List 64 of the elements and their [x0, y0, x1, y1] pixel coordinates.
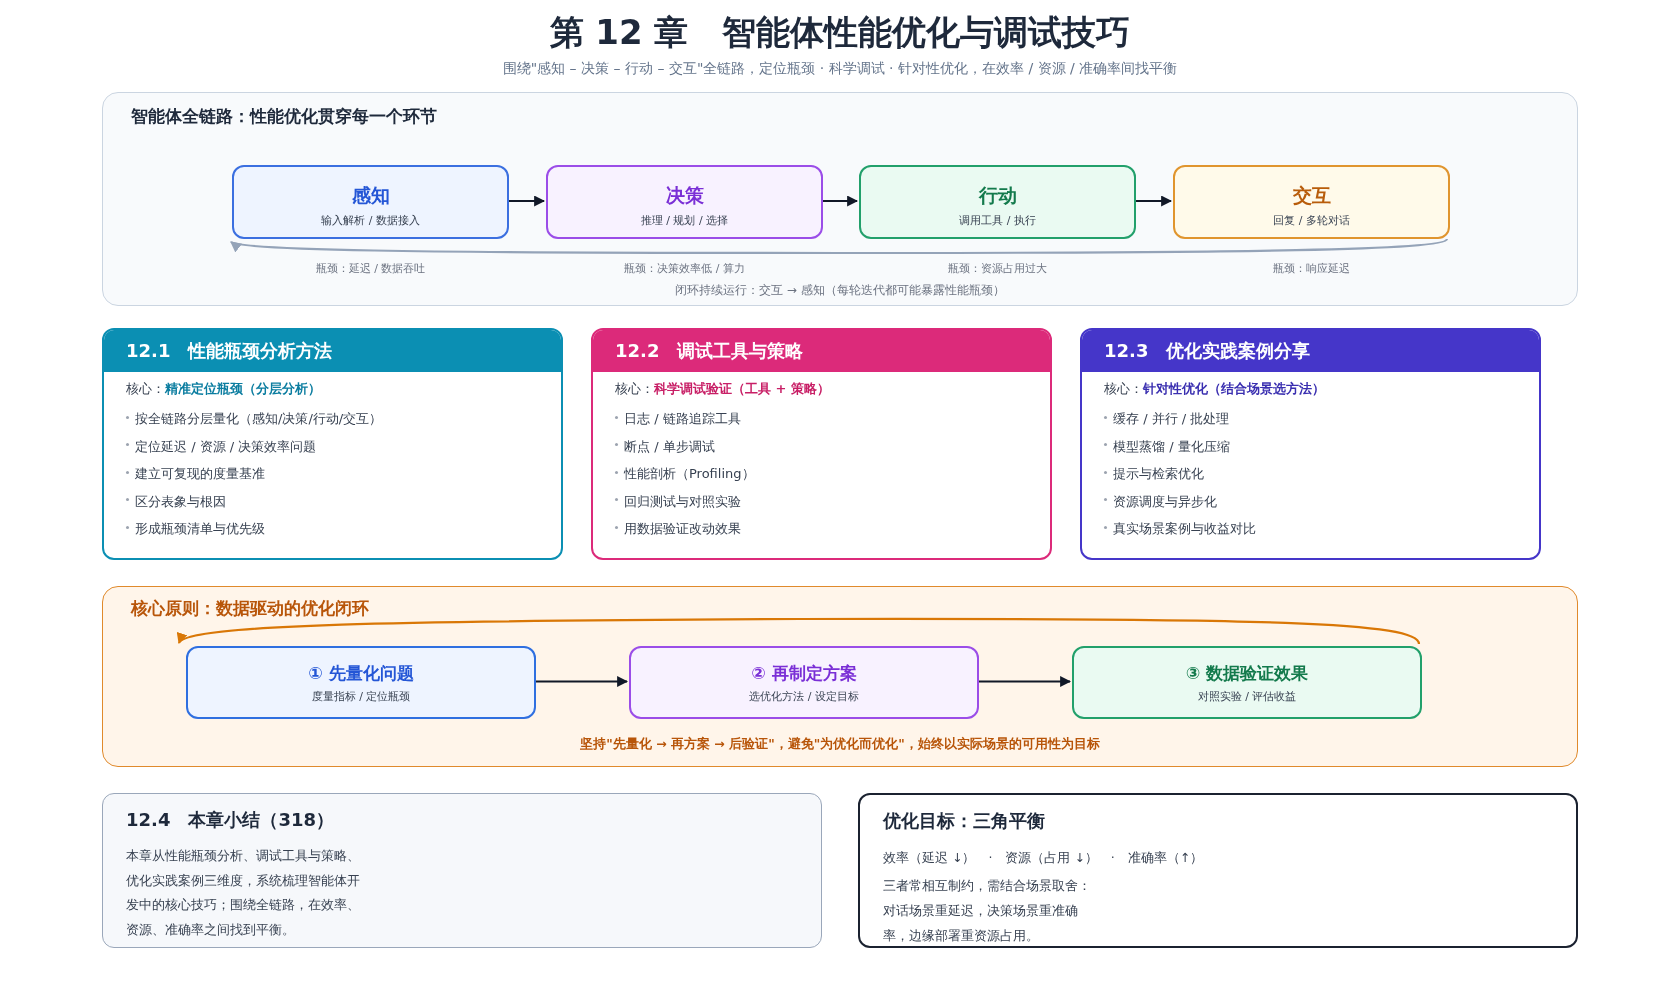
box-title: 决策	[665, 183, 704, 208]
box-title: 感知	[351, 183, 390, 208]
box-title: 交互	[1292, 183, 1331, 208]
arrow	[536, 676, 629, 687]
box-subtitle: 推理 / 规划 / 选择	[640, 213, 729, 228]
bottleneck-note: 瓶颈：响应延迟	[1270, 261, 1353, 276]
card-heading: 优化目标：三角平衡	[883, 809, 1045, 833]
arrow	[509, 195, 546, 207]
bullet-item: 形成瓶颈清单与优先级	[135, 520, 265, 538]
process-box	[629, 646, 979, 719]
note: 坚持"先量化 → 再方案 → 后验证"，避免"为优化而优化"，始终以实际场景的可用性为目标	[579, 736, 1101, 753]
bullet-item: 缓存 / 并行 / 批处理	[1113, 410, 1230, 428]
bullet-item: 提示与检索优化	[1113, 465, 1204, 483]
core-line: 核心：科学调试验证（工具 + 策略）	[615, 380, 830, 398]
bullet-item: 模型蒸馏 / 量化压缩	[1113, 437, 1230, 456]
goal-card	[858, 793, 1578, 948]
box-subtitle: 对照实验 / 评估收益	[1197, 689, 1297, 704]
bullet-item: 按全链路分层量化（感知/决策/行动/交互）	[135, 410, 383, 428]
arrow	[979, 676, 1072, 687]
bullet-item: 定位延迟 / 资源 / 决策效率问题	[135, 437, 317, 456]
bullet-item: 建立可复现的度量基准	[135, 465, 265, 483]
process-box	[186, 646, 536, 719]
goal-text: 三者常相互制约，需结合场景取舍：对话场景重延迟，决策场景重准确率，边缘部署重资源占用。	[883, 877, 1092, 945]
core-line: 核心：精准定位瓶颈（分层分析）	[126, 380, 321, 398]
panel-heading: 智能体全链路：性能优化贯穿每一个环节	[131, 105, 437, 128]
bullet-item: 用数据验证改动效果	[624, 520, 741, 538]
box-title: ② 再制定方案	[751, 662, 857, 685]
panel-heading: 核心原则：数据驱动的优化闭环	[131, 597, 369, 620]
core-line: 核心：针对性优化（结合场景选方法）	[1104, 380, 1325, 398]
bottleneck-note: 瓶颈：资源占用过大	[945, 261, 1050, 276]
arrow	[823, 195, 859, 207]
bullet-item: 区分表象与根因	[135, 492, 226, 511]
box-subtitle: 输入解析 / 数据接入	[321, 213, 420, 228]
arrow	[178, 617, 1420, 645]
process-box	[1072, 646, 1422, 719]
topic-card	[102, 328, 563, 560]
bullet-item: 性能剖析（Profiling）	[624, 465, 755, 483]
topic-card	[591, 328, 1052, 560]
box-subtitle: 调用工具 / 执行	[959, 213, 1036, 228]
summary-text: 本章从性能瓶颈分析、调试工具与策略、优化实践案例三维度，系统梳理智能体开发中的核心技巧；围绕全链路，在效率、资源、准确率之间找到平衡。	[126, 847, 361, 939]
arrow	[1136, 195, 1173, 207]
box-subtitle: 度量指标 / 定位瓶颈	[311, 689, 411, 704]
arrow	[229, 237, 1448, 255]
section-panel	[102, 586, 1578, 767]
card-heading: 12.4 本章小结（318）	[126, 808, 334, 832]
box-subtitle: 选优化方法 / 设定目标	[749, 689, 859, 704]
bullet-item: 真实场景案例与收益对比	[1113, 520, 1256, 538]
metrics-line: 效率（延迟 ↓） · 资源（占用 ↓） · 准确率（↑）	[883, 850, 1204, 867]
bullet-item: 断点 / 单步调试	[624, 437, 715, 456]
card-header: 12.1 性能瓶颈分析方法	[104, 330, 561, 372]
box-subtitle: 回复 / 多轮对话	[1273, 213, 1350, 228]
box-title: 行动	[978, 183, 1017, 208]
bullet-item: 资源调度与异步化	[1113, 492, 1217, 511]
title: 第 12 章 智能体性能优化与调试技巧	[548, 11, 1132, 54]
box-title: ③ 数据验证效果	[1185, 662, 1309, 685]
subtitle: 围绕"感知 – 决策 – 行动 – 交互"全链路，定位瓶颈 · 科学调试 · 针对性优化，在效率 / 资源 / 准确率间找平衡	[501, 60, 1179, 78]
box-title: ① 先量化问题	[308, 662, 414, 685]
card-header: 12.2 调试工具与策略	[593, 330, 1050, 372]
topic-card	[1080, 328, 1541, 560]
summary-card	[102, 793, 822, 948]
card-header: 12.3 优化实践案例分享	[1082, 330, 1539, 372]
bullet-item: 日志 / 链路追踪工具	[624, 410, 741, 428]
bullet-item: 回归测试与对照实验	[624, 492, 741, 511]
section-panel	[102, 92, 1578, 306]
